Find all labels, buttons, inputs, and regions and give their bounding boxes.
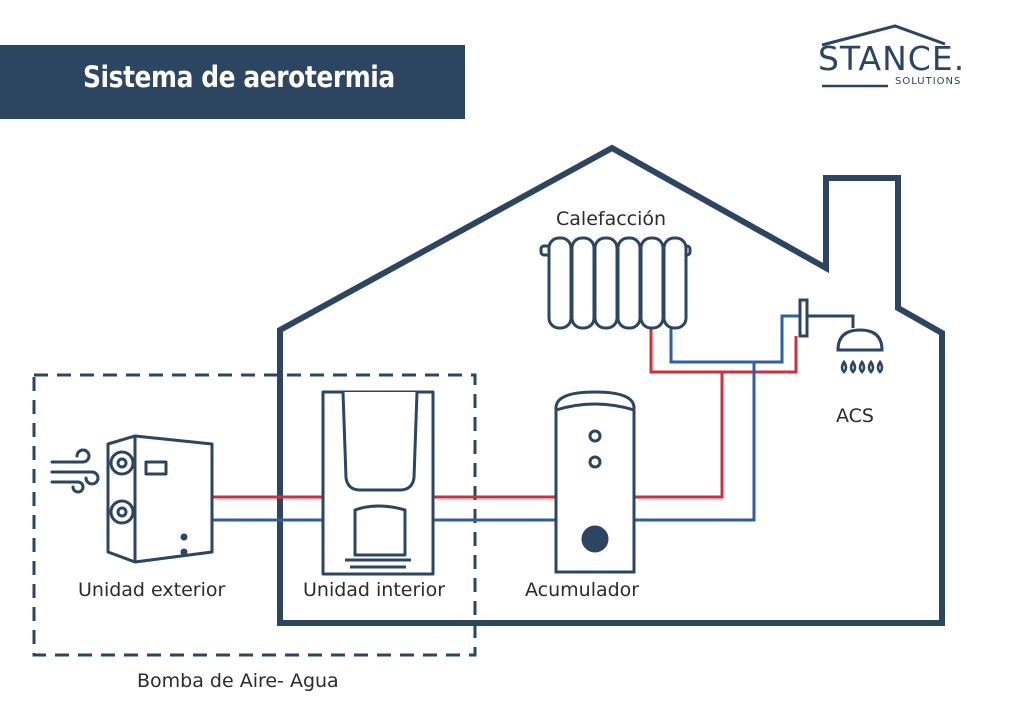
pump-group-label: Bomba de Aire- Agua <box>137 670 339 692</box>
cold-pipes <box>212 314 800 522</box>
indoor-unit-icon <box>321 390 435 576</box>
hot-pipes <box>212 324 798 499</box>
accumulator-label: Acumulador <box>525 579 640 601</box>
house-outline <box>277 144 945 626</box>
air-water-pump-boundary <box>32 373 477 657</box>
logo-name: STANCE. <box>818 39 966 78</box>
heating-label: Calefacción <box>556 208 667 230</box>
logo-subtitle: SOLUTIONS <box>895 76 962 87</box>
hot-water-label: ACS <box>836 405 874 427</box>
outdoor-unit-label: Unidad exterior <box>78 579 226 601</box>
logo-roof-icon <box>821 24 946 47</box>
radiator-icon <box>539 236 692 330</box>
indoor-unit-label: Unidad interior <box>303 579 446 601</box>
outdoor-unit-icon <box>106 434 214 564</box>
page-title: Sistema de aerotermia <box>83 60 395 94</box>
shower-icon <box>798 298 884 374</box>
accumulator-tank-icon <box>554 390 636 574</box>
wind-icon <box>50 448 100 494</box>
title-banner <box>0 45 465 119</box>
